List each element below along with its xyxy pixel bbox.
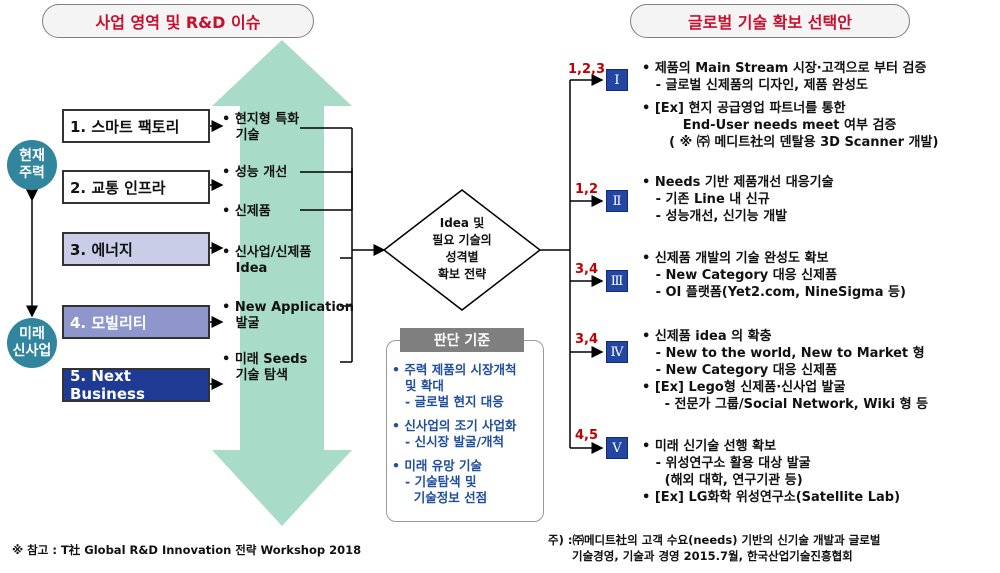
option-1-area-numbers: 1,2,3 xyxy=(568,62,606,77)
option-line: • [Ex] 현지 공급영업 파트너를 통한 xyxy=(642,101,846,116)
option-5-area-numbers: 4,5 xyxy=(575,428,599,443)
rd-issue-future-seeds: • 미래 Seeds 기술 탐색 xyxy=(222,352,308,383)
rd-issue-new-product: • 신제품 xyxy=(222,204,271,219)
header-global-options: 글로벌 기술 확보 선택안 xyxy=(630,4,910,38)
option-line: • Needs 기반 제품개선 대응기술 xyxy=(642,175,834,190)
option-line: - New Category 대응 신제품 xyxy=(642,268,838,283)
option-line: - 위성연구소 활용 대상 발굴 xyxy=(642,456,811,471)
rd-issue-new-application: • New Application 발굴 xyxy=(222,300,354,331)
period-current-circle: 현재 주력 xyxy=(7,140,57,190)
option-line: • 신제품 개발의 기술 완성도 확보 xyxy=(642,251,829,266)
period-future-circle: 미래 신사업 xyxy=(7,318,57,368)
big-up-down-arrow xyxy=(212,40,352,526)
area-smart-factory: 1. 스마트 팩토리 xyxy=(62,109,210,143)
option-5-roman: Ⅴ xyxy=(606,437,628,459)
criteria-title: 판단 기준 xyxy=(400,328,524,352)
option-1-text: • 제품의 Main Stream 시장·고객으로 부터 검증 - 글로벌 신제… xyxy=(642,60,938,151)
area-traffic-infra: 2. 교통 인프라 xyxy=(62,170,210,204)
option-line: • 제품의 Main Stream 시장·고객으로 부터 검증 xyxy=(642,61,927,76)
criteria-item-3: • 미래 유망 기술 - 기술탐색 및 기술정보 선점 xyxy=(392,458,488,505)
header-business-area: 사업 영역 및 R&D 이슈 xyxy=(42,4,314,38)
area-next-business: 5. Next Business xyxy=(62,367,210,403)
option-line: - 성능개선, 신기능 개발 xyxy=(642,209,788,224)
option-line: • 신제품 idea 의 확충 xyxy=(642,329,772,344)
option-2-area-numbers: 1,2 xyxy=(575,182,599,197)
criteria-item-2: • 신사업의 조기 사업화 - 신시장 발굴/개척 xyxy=(392,418,517,449)
option-line: - OI 플랫폼(Yet2.com, NineSigma 등) xyxy=(642,285,906,300)
diamond-label: Idea 및 필요 기술의 성격별 확보 전략 xyxy=(432,216,492,281)
option-4-area-numbers: 3,4 xyxy=(575,332,599,347)
option-line: • [Ex] Lego형 신제품·신사업 발굴 xyxy=(642,380,846,395)
rd-issue-new-business-idea: • 신사업/신제품 Idea xyxy=(222,245,312,276)
option-line: - 글로벌 신제품의 디자인, 제품 완성도 xyxy=(642,78,868,93)
option-line: • [Ex] LG화학 위성연구소(Satellite Lab) xyxy=(642,490,901,505)
footer-note: 주) :㈜메디트社의 고객 수요(needs) 기반의 신기술 개발과 글로벌 … xyxy=(548,533,881,563)
criteria-item-1: • 주력 제품의 시장개척 및 확대 - 글로벌 현지 대응 xyxy=(392,362,517,409)
option-line: (해외 대학, 연구기관 등) xyxy=(642,473,803,488)
option-line: End-User needs meet 여부 검증 xyxy=(642,118,897,133)
option-4-text: • 신제품 idea 의 확충 - New to the world, New … xyxy=(642,328,928,413)
option-line: ( ※ ㈜ 메디트社의 덴탈용 3D Scanner 개발) xyxy=(642,135,939,150)
area-mobility: 4. 모빌리티 xyxy=(62,305,210,339)
strategy-diamond xyxy=(382,189,542,311)
option-5-text: • 미래 신기술 선행 확보 - 위성연구소 활용 대상 발굴 (해외 대학, … xyxy=(642,438,900,506)
criteria-box xyxy=(386,340,544,522)
option-line: - 기존 Line 내 신규 xyxy=(642,192,770,207)
rd-issue-localized-tech: • 현지형 특화 기술 xyxy=(222,112,300,143)
option-line: - 전문가 그룹/Social Network, Wiki 형 등 xyxy=(642,397,929,412)
option-line: - New to the world, New to Market 형 xyxy=(642,346,925,361)
option-2-roman: Ⅱ xyxy=(606,190,628,212)
option-1-roman: Ⅰ xyxy=(606,69,628,91)
option-3-text: • 신제품 개발의 기술 완성도 확보 - New Category 대응 신제… xyxy=(642,250,906,301)
rd-issue-performance: • 성능 개선 xyxy=(222,165,288,180)
option-4-roman: Ⅳ xyxy=(606,341,628,363)
area-energy: 3. 에너지 xyxy=(62,232,210,266)
option-3-roman: Ⅲ xyxy=(606,270,628,292)
footer-reference: ※ 참고 : T社 Global R&D Innovation 전략 Works… xyxy=(12,543,362,557)
option-line: • 미래 신기술 선행 확보 xyxy=(642,439,777,454)
option-line: - New Category 대응 신제품 xyxy=(642,363,838,378)
option-2-text: • Needs 기반 제품개선 대응기술 - 기존 Line 내 신규 - 성능… xyxy=(642,174,834,225)
option-3-area-numbers: 3,4 xyxy=(575,262,599,277)
